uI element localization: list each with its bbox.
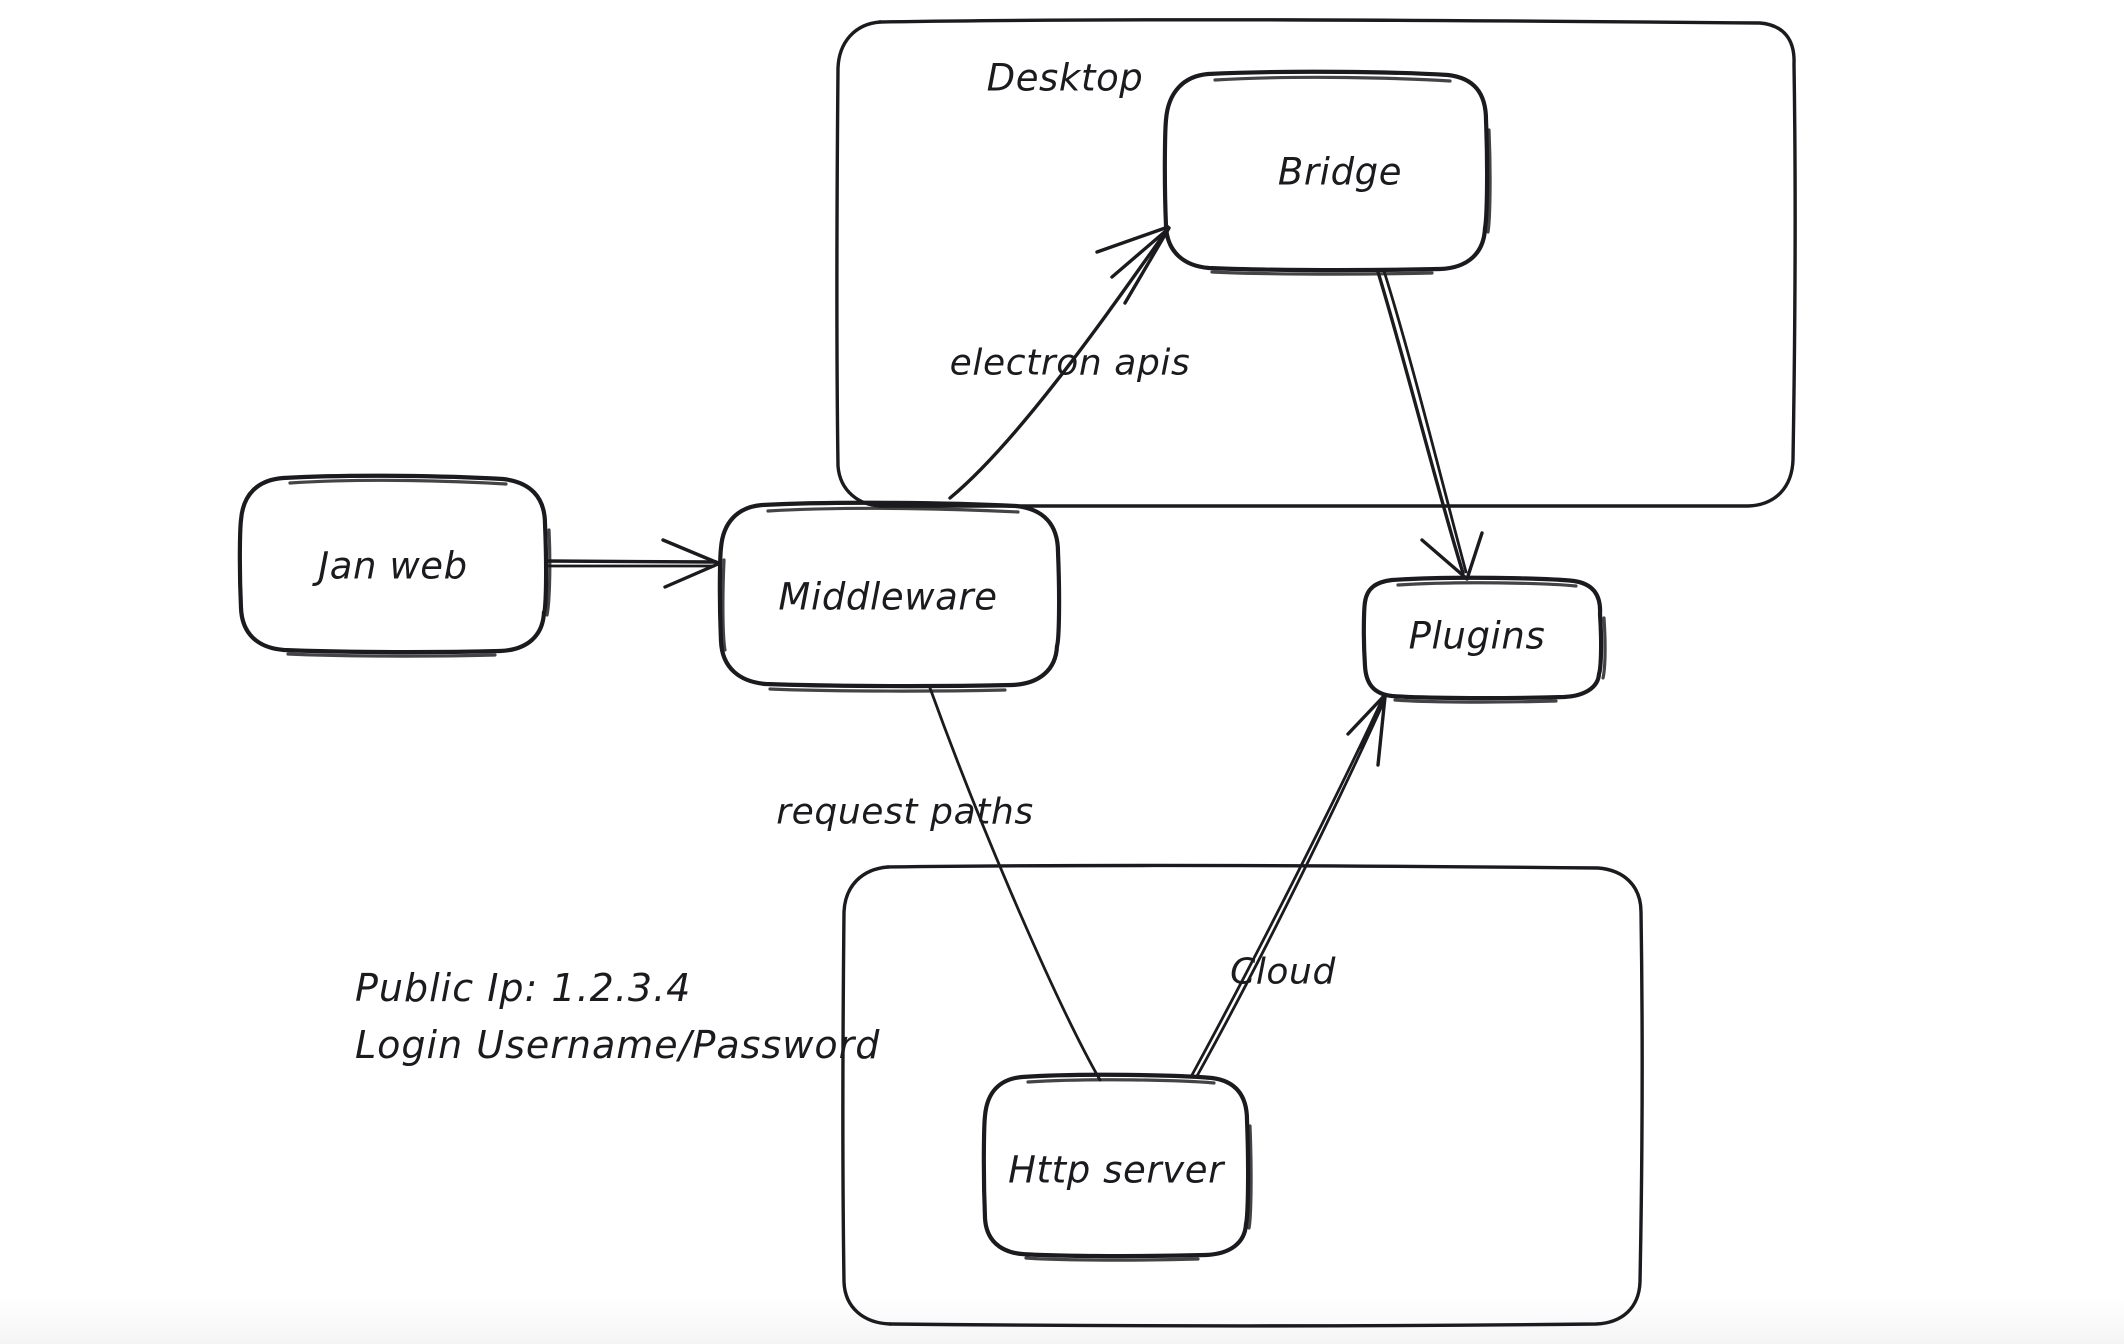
edge-http-server-to-plugins [1190,694,1387,1078]
edge-label-electron-apis: electron apis [949,342,1191,384]
group-label-desktop: Desktop [986,56,1144,100]
node-label-middleware[interactable]: Middleware [778,575,998,619]
group-cloud-outline [841,863,1644,1328]
node-label-bridge[interactable]: Bridge [1277,150,1403,194]
edge-jan-web-to-middleware [545,538,720,589]
node-plugins-outline [1361,575,1607,704]
edge-bridge-to-plugins [1376,269,1484,581]
node-bridge-outline [1162,69,1492,276]
edge-middleware-to-http-server [928,686,1102,1082]
edge-middleware-to-bridge [948,225,1171,500]
group-desktop-outline [835,18,1797,509]
node-label-plugins[interactable]: Plugins [1408,614,1546,658]
node-label-jan-web[interactable]: Jan web [318,544,468,588]
note-login-credentials: Login Username/Password [355,1023,881,1067]
note-public-ip: Public Ip: 1.2.3.4 [355,966,692,1010]
node-jan-web-outline [237,473,552,658]
node-middleware-outline [717,500,1062,693]
node-label-http-server[interactable]: Http server [1008,1148,1224,1192]
edge-label-request-paths: request paths [776,791,1034,833]
group-label-cloud: Cloud [1230,951,1336,993]
node-http-server-outline [981,1072,1253,1262]
